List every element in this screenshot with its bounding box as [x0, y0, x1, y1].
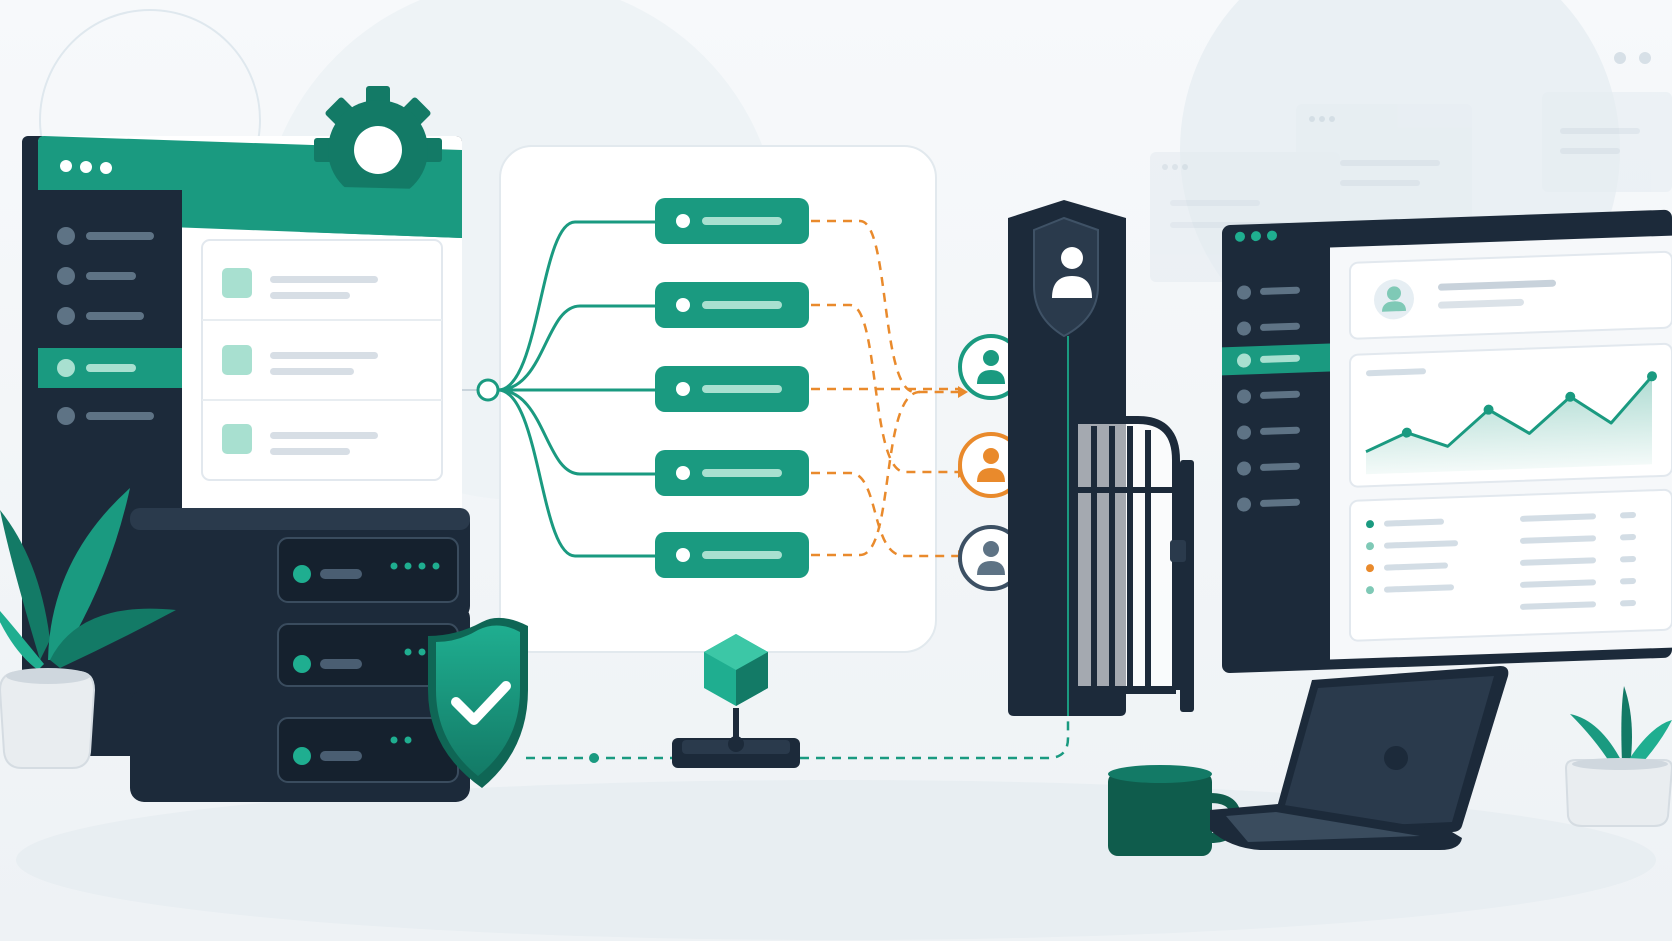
- trend-point: [1565, 391, 1576, 402]
- user-icon: [977, 448, 1005, 482]
- hexagon-node-icon[interactable]: [672, 634, 800, 768]
- left-window-titlebar-overlay: [300, 186, 462, 238]
- network-node-dot: [589, 753, 599, 763]
- window-dot: [1267, 230, 1277, 241]
- gate-icon[interactable]: [1078, 416, 1194, 712]
- activity-list: [1366, 511, 1636, 610]
- plant-icon: [0, 488, 176, 769]
- shield-check-icon: [428, 617, 528, 788]
- profile-card: [1349, 250, 1672, 340]
- trend-point: [1401, 427, 1412, 438]
- user-icon: [977, 350, 1005, 384]
- window-dot: [1251, 231, 1261, 242]
- route-pill[interactable]: [655, 366, 809, 412]
- left-sidebar-items: [38, 227, 182, 425]
- trend-chart: [1365, 371, 1657, 475]
- route-pill[interactable]: [655, 532, 809, 578]
- route-pill[interactable]: [655, 450, 809, 496]
- user-badge-teal[interactable]: [958, 334, 1024, 400]
- bg-window-3: [1542, 92, 1672, 192]
- avatar-body: [1382, 301, 1406, 312]
- left-content-card: [201, 239, 443, 481]
- right-dashboard-window: [1222, 209, 1672, 674]
- window-dot: [60, 160, 72, 172]
- route-pill[interactable]: [655, 282, 809, 328]
- trend-area: [1366, 376, 1652, 475]
- server-rack-icon: [130, 508, 470, 802]
- trend-line: [1365, 375, 1654, 454]
- window-dot: [1235, 231, 1245, 242]
- server-unit: [130, 508, 470, 620]
- server-unit: [130, 690, 470, 802]
- shield-user-head: [1061, 247, 1083, 269]
- route-pill[interactable]: [655, 198, 809, 244]
- bg-dots: [1614, 52, 1651, 64]
- user-icon: [977, 541, 1005, 575]
- trend-point: [1483, 404, 1494, 415]
- server-unit: [130, 606, 470, 702]
- dashboard-sidebar-items: [1222, 285, 1330, 512]
- trend-point: [1647, 371, 1657, 382]
- left-content-rows: [202, 268, 442, 455]
- window-dot: [80, 161, 92, 173]
- window-dot: [100, 162, 112, 174]
- avatar-head: [1387, 286, 1401, 301]
- gear-icon: [314, 86, 442, 200]
- routing-branches: [497, 220, 655, 558]
- routing-hub-node[interactable]: [476, 378, 500, 402]
- bg-window-2: [1296, 104, 1472, 224]
- access-routes: [811, 219, 958, 558]
- shield-user-body: [1052, 276, 1092, 298]
- user-badge-orange[interactable]: [958, 432, 1024, 498]
- plant-icon: [1564, 686, 1672, 827]
- laptop-icon: [1210, 666, 1509, 850]
